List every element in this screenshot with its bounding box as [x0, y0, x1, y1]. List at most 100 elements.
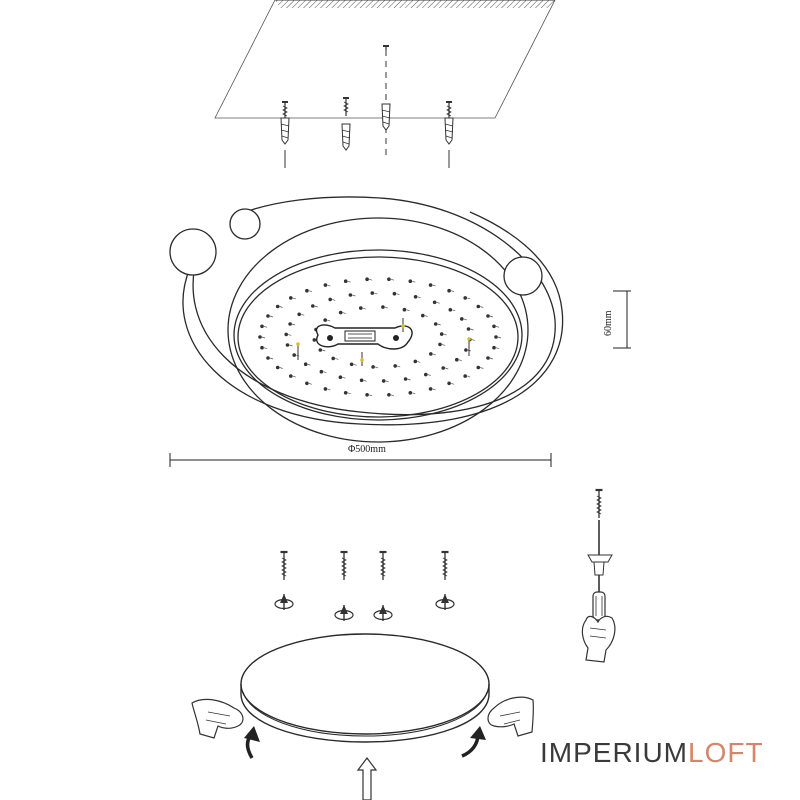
led-dot-lead: [396, 293, 400, 296]
led-dot: [460, 317, 464, 321]
led-dot-lead: [432, 353, 436, 356]
led-dot: [289, 374, 293, 378]
led-dot: [455, 357, 459, 362]
led-dot-lead: [342, 376, 346, 379]
led-dot-lead: [362, 307, 366, 310]
led-dot-lead: [471, 339, 475, 341]
led-dot-lead: [450, 290, 455, 293]
led-dot: [312, 338, 317, 342]
led-dot-lead: [432, 284, 436, 287]
led-dot: [486, 356, 490, 360]
led-dot-lead: [436, 301, 440, 304]
led-dot: [348, 293, 353, 297]
led-dot-lead: [263, 325, 268, 328]
led-dot-lead: [269, 357, 274, 360]
led-dot: [421, 313, 425, 318]
led-dot-lead: [495, 347, 500, 350]
led-dot-lead: [332, 299, 336, 301]
led-dot: [297, 312, 302, 317]
led-dot-lead: [432, 388, 436, 391]
led-dot: [305, 288, 309, 293]
led-dot: [441, 366, 446, 370]
led-dot-lead: [314, 305, 318, 308]
led-dot: [494, 335, 498, 339]
brand-word-dark: IMPERIUM: [540, 737, 688, 768]
led-dot-lead: [289, 344, 293, 347]
led-dot-lead: [308, 382, 313, 385]
height-dimension: 60mm: [603, 290, 631, 349]
led-dot-lead: [322, 349, 326, 352]
led-dot-lead: [406, 309, 410, 312]
led-dot: [260, 324, 264, 329]
led-dot-lead: [467, 297, 471, 300]
led-dot-lead: [363, 379, 367, 382]
led-dot: [476, 304, 481, 309]
led-dot-lead: [397, 365, 401, 368]
led-dot: [428, 387, 433, 391]
led-dot: [466, 327, 471, 331]
led-dot: [365, 277, 369, 282]
led-dot: [323, 318, 328, 322]
led-dot: [387, 277, 391, 282]
led-dot-lead: [323, 371, 327, 374]
led-dot-lead: [437, 323, 441, 326]
screwdriver-icon: [587, 488, 613, 621]
led-dot: [266, 314, 270, 318]
led-dot-lead: [261, 336, 266, 339]
led-dot: [289, 296, 293, 300]
led-dot: [323, 387, 328, 391]
led-dot-lead: [374, 292, 378, 295]
led-dot: [438, 342, 442, 347]
led-dot-lead: [269, 315, 274, 318]
lamp-body: [169, 196, 564, 443]
led-dot: [448, 308, 453, 312]
led-dot-lead: [384, 306, 389, 309]
led-dot-lead: [452, 309, 456, 312]
led-dot: [413, 295, 418, 299]
led-dot-lead: [467, 375, 471, 378]
led-dot: [292, 353, 297, 357]
led-dot-lead: [292, 375, 296, 378]
led-dot: [428, 283, 433, 287]
led-dot: [305, 381, 309, 386]
led-dot: [359, 306, 363, 310]
brand-word-accent: LOFT: [688, 737, 764, 768]
mounting-screws: [274, 550, 455, 622]
led-dot-lead: [307, 363, 311, 366]
led-dot-lead: [335, 358, 339, 360]
led-dot: [476, 365, 481, 370]
led-dot: [349, 362, 354, 367]
led-dot-lead: [417, 296, 421, 299]
decorative-ball-right: [503, 256, 543, 296]
led-dot: [439, 332, 444, 336]
led-dot: [370, 291, 375, 295]
led-dot: [285, 343, 290, 347]
led-dot: [275, 365, 280, 370]
led-dot-lead: [291, 323, 296, 326]
led-dot: [275, 304, 280, 309]
led-dot-lead: [327, 284, 331, 287]
led-spiral-dots: [258, 277, 502, 397]
led-dot: [323, 283, 328, 287]
led-dot: [303, 362, 308, 367]
led-dot-lead: [463, 318, 467, 321]
led-dot: [381, 379, 386, 383]
led-dot: [492, 324, 496, 329]
led-dot-lead: [417, 361, 421, 363]
led-dot: [402, 307, 407, 312]
led-dot-lead: [445, 367, 449, 370]
brand-watermark: IMPERIUMLOFT: [540, 737, 764, 768]
led-dot-lead: [407, 378, 411, 381]
led-dot: [464, 348, 468, 352]
led-dot: [447, 381, 451, 386]
led-dot: [258, 335, 262, 339]
mounting-markers: [296, 318, 471, 366]
mounting-screw-1: [274, 550, 294, 611]
led-dot: [284, 332, 289, 337]
led-dot-lead: [347, 280, 351, 283]
led-dot-lead: [390, 394, 395, 397]
led-dot: [343, 391, 348, 395]
led-dot: [311, 304, 315, 308]
led-dot-lead: [263, 347, 268, 350]
